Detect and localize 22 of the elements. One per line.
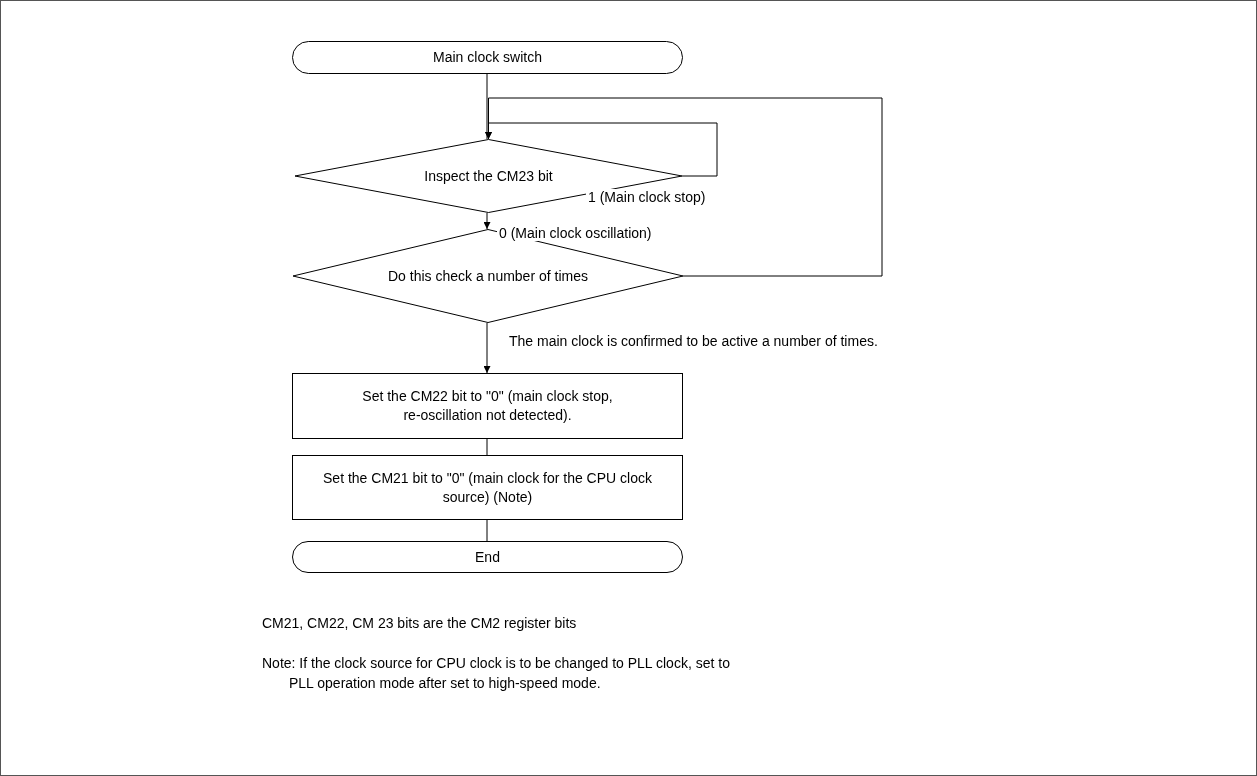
decision-diamond: [293, 229, 683, 323]
connector-line: [486, 73, 488, 140]
node-text: Main clock switch: [433, 48, 542, 67]
process-box: [292, 373, 683, 439]
node-text: Set the CM21 bit to "0" (main clock for the CPU clock source) (Note): [322, 468, 653, 507]
terminal-box: [292, 541, 683, 573]
node-text: Set the CM22 bit to "0" (main clock stop, re-oscillation not detected).: [361, 387, 614, 425]
connector-line: [486, 438, 488, 456]
arrow: [483, 322, 491, 374]
node-text: Do this check a number of times: [388, 266, 588, 286]
process-box: [292, 455, 683, 520]
edge-label: 1 (Main clock stop): [586, 189, 708, 205]
node-text: Inspect the CM23 bit: [424, 166, 553, 186]
terminal-box: [292, 41, 683, 74]
edge-label: The main clock is confirmed to be active a number of times.: [507, 333, 880, 349]
arrow: [483, 212, 491, 230]
connector-line: [486, 519, 488, 542]
footnote-text: CM21, CM22, CM 23 bits are the CM2 register bits: [262, 614, 577, 633]
edge-label: 0 (Main clock oscillation): [497, 225, 654, 241]
note-text: Note: If the clock source for CPU clock is to be changed to PLL clock, set to PLL operation mode after set to high-speed mode.: [262, 654, 731, 693]
arrow: [485, 97, 883, 277]
node-text: End: [475, 547, 500, 567]
